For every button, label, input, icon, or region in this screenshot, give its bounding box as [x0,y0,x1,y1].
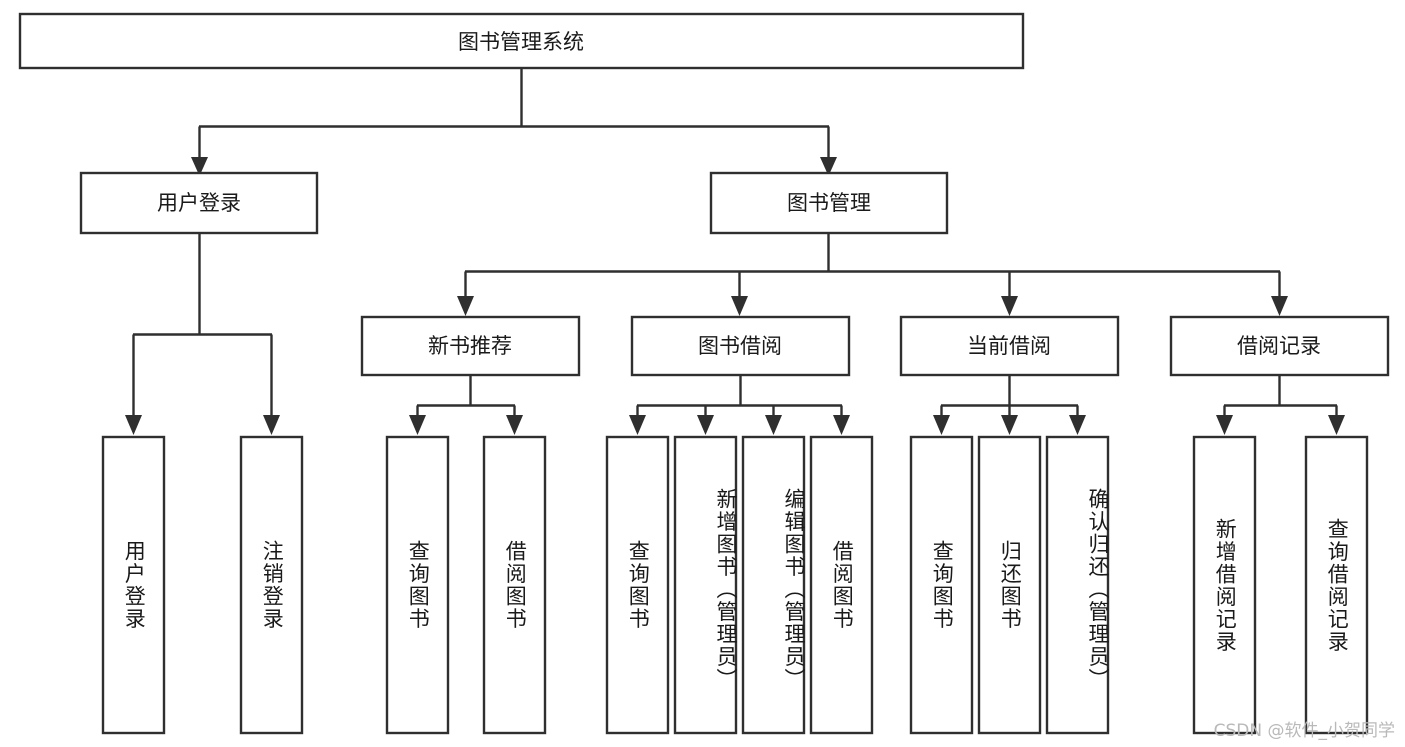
leaf-query-book-1-box[interactable] [385,435,450,735]
edge-root-to-level1 [191,68,837,176]
arrow-head-user-login [191,157,208,176]
arrow-head-leaf-user-logout [263,415,280,435]
arrow-head-leaf-q2 [629,415,646,435]
edge-book-manage-to-level2 [457,233,1288,316]
leaf-boxes-group [101,435,1369,735]
node-book-manage-label: 图书管理 [787,191,871,215]
arrow-head-book-manage [820,157,837,176]
node-new-book-recommend-box[interactable] [360,315,581,377]
arrow-head-book-borrow [731,296,748,316]
arrow-head-leaf-confirm [1069,415,1086,435]
node-new-book-recommend[interactable]: 新书推荐 [360,315,581,377]
arrow-head-leaf-user-login [125,415,142,435]
leaf-query-record-box[interactable] [1304,435,1369,735]
node-user-login-label: 用户登录 [157,191,241,215]
node-borrow-record[interactable]: 借阅记录 [1169,315,1390,377]
arrow-head-leaf-edit-book [765,415,782,435]
leaf-add-book-box[interactable] [673,435,738,735]
node-user-login[interactable]: 用户登录 [79,171,319,235]
arrow-head-leaf-q3 [933,415,950,435]
arrow-head-new-book [457,296,474,316]
node-book-manage[interactable]: 图书管理 [709,171,949,235]
leaf-borrow-book-1-box[interactable] [482,435,547,735]
node-book-borrow[interactable]: 图书借阅 [630,315,851,377]
node-borrow-record-box[interactable] [1169,315,1390,377]
leaf-query-book-3-box[interactable] [909,435,974,735]
node-new-book-recommend-label: 新书推荐 [428,334,512,358]
node-current-borrow[interactable]: 当前借阅 [899,315,1120,377]
leaf-return-book-box[interactable] [977,435,1042,735]
arrow-head-leaf-b1 [506,415,523,435]
leaf-confirm-return-box[interactable] [1045,435,1110,735]
arrow-head-leaf-return [1001,415,1018,435]
leaf-user-logout-box[interactable] [239,435,304,735]
arrow-head-leaf-add-record [1216,415,1233,435]
node-current-borrow-box[interactable] [899,315,1120,377]
edge-user-login-to-leaves [125,233,280,435]
arrow-head-leaf-query-record [1328,415,1345,435]
node-root-label: 图书管理系统 [458,30,584,54]
arrow-head-current-borrow [1001,296,1018,316]
node-book-borrow-label: 图书借阅 [698,334,782,358]
edge-book-borrow-to-leaves [629,375,850,435]
node-book-borrow-box[interactable] [630,315,851,377]
edge-new-book-to-leaves [409,375,523,435]
node-book-manage-box[interactable] [709,171,949,235]
arrow-head-leaf-q1 [409,415,426,435]
leaf-borrow-book-2-box[interactable] [809,435,874,735]
leaf-edit-book-box[interactable] [741,435,806,735]
node-borrow-record-label: 借阅记录 [1237,334,1321,358]
node-current-borrow-label: 当前借阅 [967,334,1051,358]
node-root[interactable]: 图书管理系统 [18,12,1025,70]
leaf-user-login-box[interactable] [101,435,166,735]
arrow-head-leaf-add-book [697,415,714,435]
node-user-login-box[interactable] [79,171,319,235]
node-root-box[interactable] [18,12,1025,70]
arrow-head-leaf-b2 [833,415,850,435]
leaf-add-record-box[interactable] [1192,435,1257,735]
edge-current-borrow-to-leaves [933,375,1086,435]
leaf-query-book-2-box[interactable] [605,435,670,735]
csdn-watermark: CSDN @软件_小贺同学 [1213,721,1395,741]
edge-borrow-record-to-leaves [1216,375,1345,435]
arrow-head-borrow-record [1271,296,1288,316]
